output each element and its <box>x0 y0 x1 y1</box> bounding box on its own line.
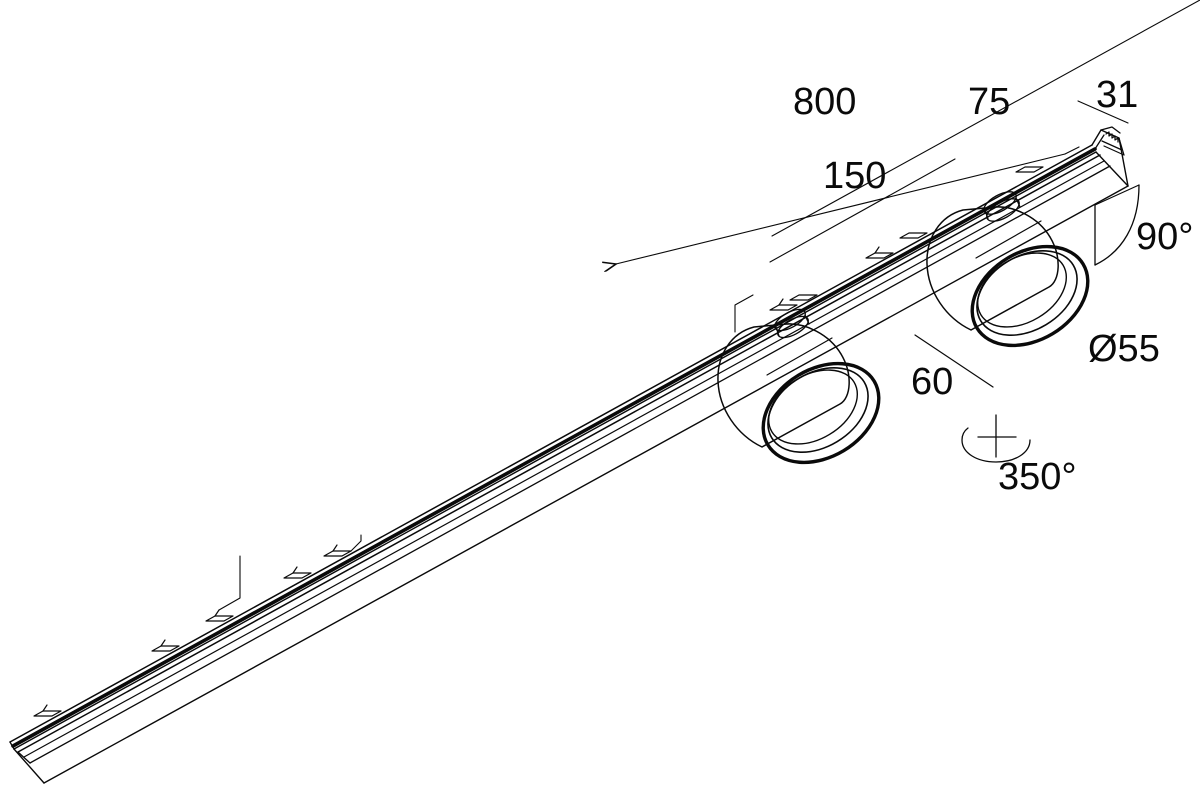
track-clip <box>283 566 312 579</box>
dimension-800 <box>771 0 1200 237</box>
track-clip <box>769 298 798 311</box>
dimension-label-diameter-55: Ø55 <box>1088 328 1160 370</box>
angle-label-350: 350° <box>998 456 1077 498</box>
dimension-label-75: 75 <box>968 81 1010 123</box>
ceiling-recess-outline <box>13 151 1129 784</box>
track-clip <box>899 232 928 239</box>
track-clip <box>33 704 62 717</box>
dimension-label-800: 800 <box>793 81 856 123</box>
dimension-label-150: 150 <box>823 155 886 197</box>
spotlight-far <box>926 191 1090 348</box>
spotlight-near <box>717 308 881 465</box>
dimension-label-60: 60 <box>911 361 953 403</box>
spotlight-stem <box>983 191 1021 222</box>
track-clips <box>33 166 1044 717</box>
angle-label-90: 90° <box>1136 216 1193 258</box>
track-clip <box>789 294 818 301</box>
angle-90-symbol <box>1094 184 1140 266</box>
track-clip <box>205 555 241 622</box>
track-clip <box>1015 166 1044 173</box>
track-clip <box>151 639 180 652</box>
dimension-label-31: 31 <box>1096 74 1138 116</box>
dimension-150 <box>616 146 1080 264</box>
track-end-cap <box>9 126 1129 764</box>
dimension-75-leader <box>769 158 956 263</box>
angle-350-symbol <box>961 414 1031 463</box>
track-rail <box>9 144 1111 764</box>
track-clip <box>323 534 362 557</box>
dimension-31-leader <box>1077 100 1129 124</box>
track-clip <box>865 246 894 259</box>
spotlight-stem <box>774 308 810 339</box>
dimension-60-leader <box>914 334 994 388</box>
